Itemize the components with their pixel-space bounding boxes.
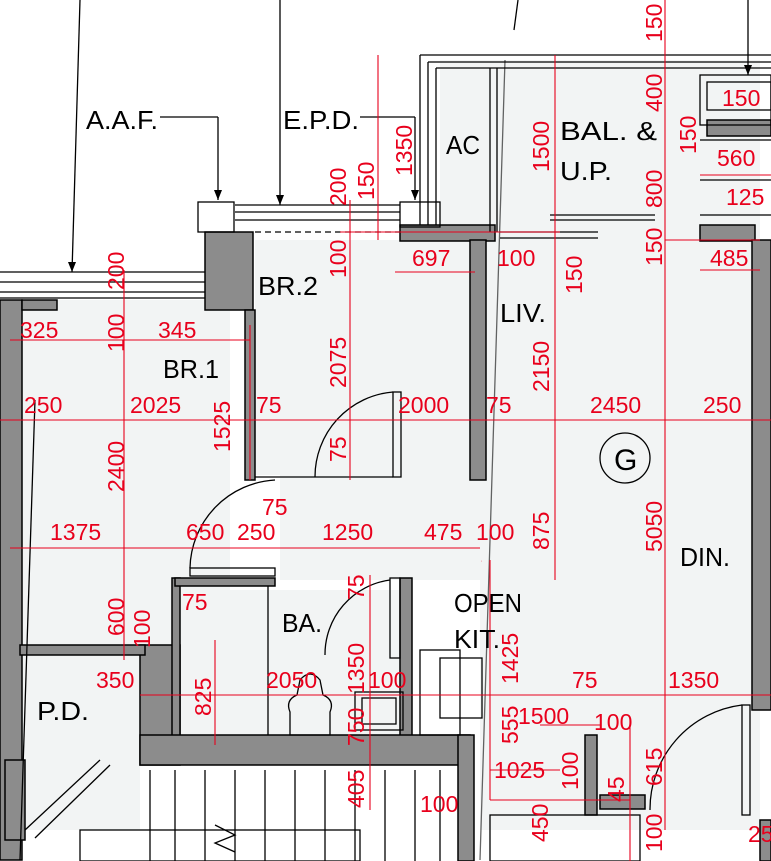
dim-text-vertical: 100	[641, 814, 667, 852]
dim-text-vertical: 405	[343, 770, 369, 808]
dim-text: 350	[96, 667, 134, 693]
dim-text: 75	[256, 392, 282, 418]
dim-text-vertical: 200	[325, 168, 351, 206]
dim-text-vertical: 615	[641, 748, 667, 786]
dim-text: 100	[476, 519, 514, 545]
dim-text-vertical: 1350	[391, 125, 417, 176]
callout-aaf: A.A.F.	[86, 105, 158, 135]
dim-text: 250	[703, 392, 741, 418]
dim-text-vertical: 75	[343, 574, 369, 600]
room-label-din: DIN.	[680, 542, 730, 572]
grid-reference-label: G	[614, 444, 637, 477]
room-label-br1: BR.1	[163, 354, 219, 384]
dim-text: 150	[722, 85, 760, 111]
dim-text-vertical: 45	[603, 776, 629, 802]
dim-text: 1500	[518, 703, 569, 729]
dim-text: 75	[182, 589, 208, 615]
dim-text-vertical: 100	[325, 240, 351, 278]
dim-text: 100	[497, 245, 535, 271]
dim-text: 250	[24, 392, 62, 418]
dim-text-vertical: 555	[497, 706, 523, 744]
room-label-ba: BA.	[282, 608, 322, 638]
dim-text-vertical: 2150	[528, 341, 554, 392]
dim-text: 100	[420, 791, 458, 817]
dim-text-vertical: 150	[641, 228, 667, 266]
dim-text: 325	[20, 317, 58, 343]
dim-text-vertical: 825	[190, 678, 216, 716]
room-label-ac: AC	[446, 130, 480, 160]
room-label-pd: P.D.	[37, 696, 89, 726]
dim-text-vertical: 100	[129, 610, 155, 648]
fixtures	[79, 586, 641, 861]
dim-text: 1350	[668, 667, 719, 693]
room-label-kit: KIT.	[454, 624, 500, 654]
room-label-open: OPEN	[454, 588, 522, 618]
dim-text: 75	[486, 392, 512, 418]
dim-text-vertical: 150	[641, 4, 667, 42]
window-lines	[0, 54, 771, 299]
dim-text: 1250	[322, 519, 373, 545]
dim-text-vertical: 1350	[343, 643, 369, 694]
dim-text: 2050	[266, 667, 317, 693]
dimension-texts: 325 250 2025 345 1375 650 250 1250 475 1…	[20, 85, 771, 847]
dim-text: 250	[237, 519, 275, 545]
dim-text: 75	[572, 667, 598, 693]
dim-text-vertical: 2400	[103, 441, 129, 492]
doors	[24, 391, 751, 839]
dim-text: 2025	[130, 392, 181, 418]
dim-text-vertical: 2075	[325, 337, 351, 388]
dimension-texts-vertical: 200 100 2400 600 100 825 1350 750 405 20…	[103, 4, 701, 852]
dim-text-vertical: 5050	[641, 501, 667, 552]
dim-text: 560	[717, 145, 755, 171]
dim-text: 1025	[494, 757, 545, 783]
callout-epd: E.P.D.	[283, 105, 359, 135]
leaders	[19, 0, 752, 861]
dim-text-vertical: 750	[343, 708, 369, 746]
walls	[0, 119, 771, 861]
dim-text-vertical: 1425	[497, 633, 523, 684]
dim-text: 345	[158, 317, 196, 343]
room-label-liv: LIV.	[500, 298, 546, 328]
dim-text: 75	[262, 494, 288, 520]
dim-text-vertical: 200	[103, 252, 129, 290]
room-label-br2: BR.2	[258, 271, 318, 301]
dim-text-vertical: 450	[527, 804, 553, 842]
dim-text: 25	[748, 821, 771, 847]
dim-text-vertical: 800	[641, 170, 667, 208]
dim-text-vertical: 150	[561, 256, 587, 294]
dim-text: 1375	[50, 519, 101, 545]
dim-text-vertical: 1525	[209, 401, 235, 452]
dim-text-vertical: 100	[103, 314, 129, 352]
room-label-up: U.P.	[560, 156, 612, 186]
dim-text: 2000	[398, 392, 449, 418]
dim-text: 125	[726, 184, 764, 210]
dim-text-vertical: 75	[325, 436, 351, 462]
dim-text: 100	[368, 667, 406, 693]
dim-text: 697	[412, 245, 450, 271]
dim-text: 2450	[590, 392, 641, 418]
dim-text-vertical: 875	[528, 512, 554, 550]
dim-text-vertical: 100	[557, 752, 583, 790]
room-fills	[20, 60, 760, 830]
dim-text-vertical: 150	[353, 162, 379, 200]
dim-text: 485	[710, 245, 748, 271]
room-labels: BR.1 BR.2 LIV. DIN. BA. P.D. AC BAL. & U…	[37, 105, 730, 726]
dim-text-vertical: 100	[481, 560, 483, 562]
dim-text: 650	[186, 519, 224, 545]
dim-text-vertical: 150	[675, 116, 701, 154]
room-label-bal: BAL. &	[560, 116, 657, 146]
dim-text-vertical: 600	[103, 598, 129, 636]
dim-text-vertical: 1500	[528, 121, 554, 172]
dim-text: 100	[594, 709, 632, 735]
dim-text-vertical: 400	[641, 74, 667, 112]
stair-treads	[79, 770, 441, 861]
dim-text: 475	[424, 519, 462, 545]
